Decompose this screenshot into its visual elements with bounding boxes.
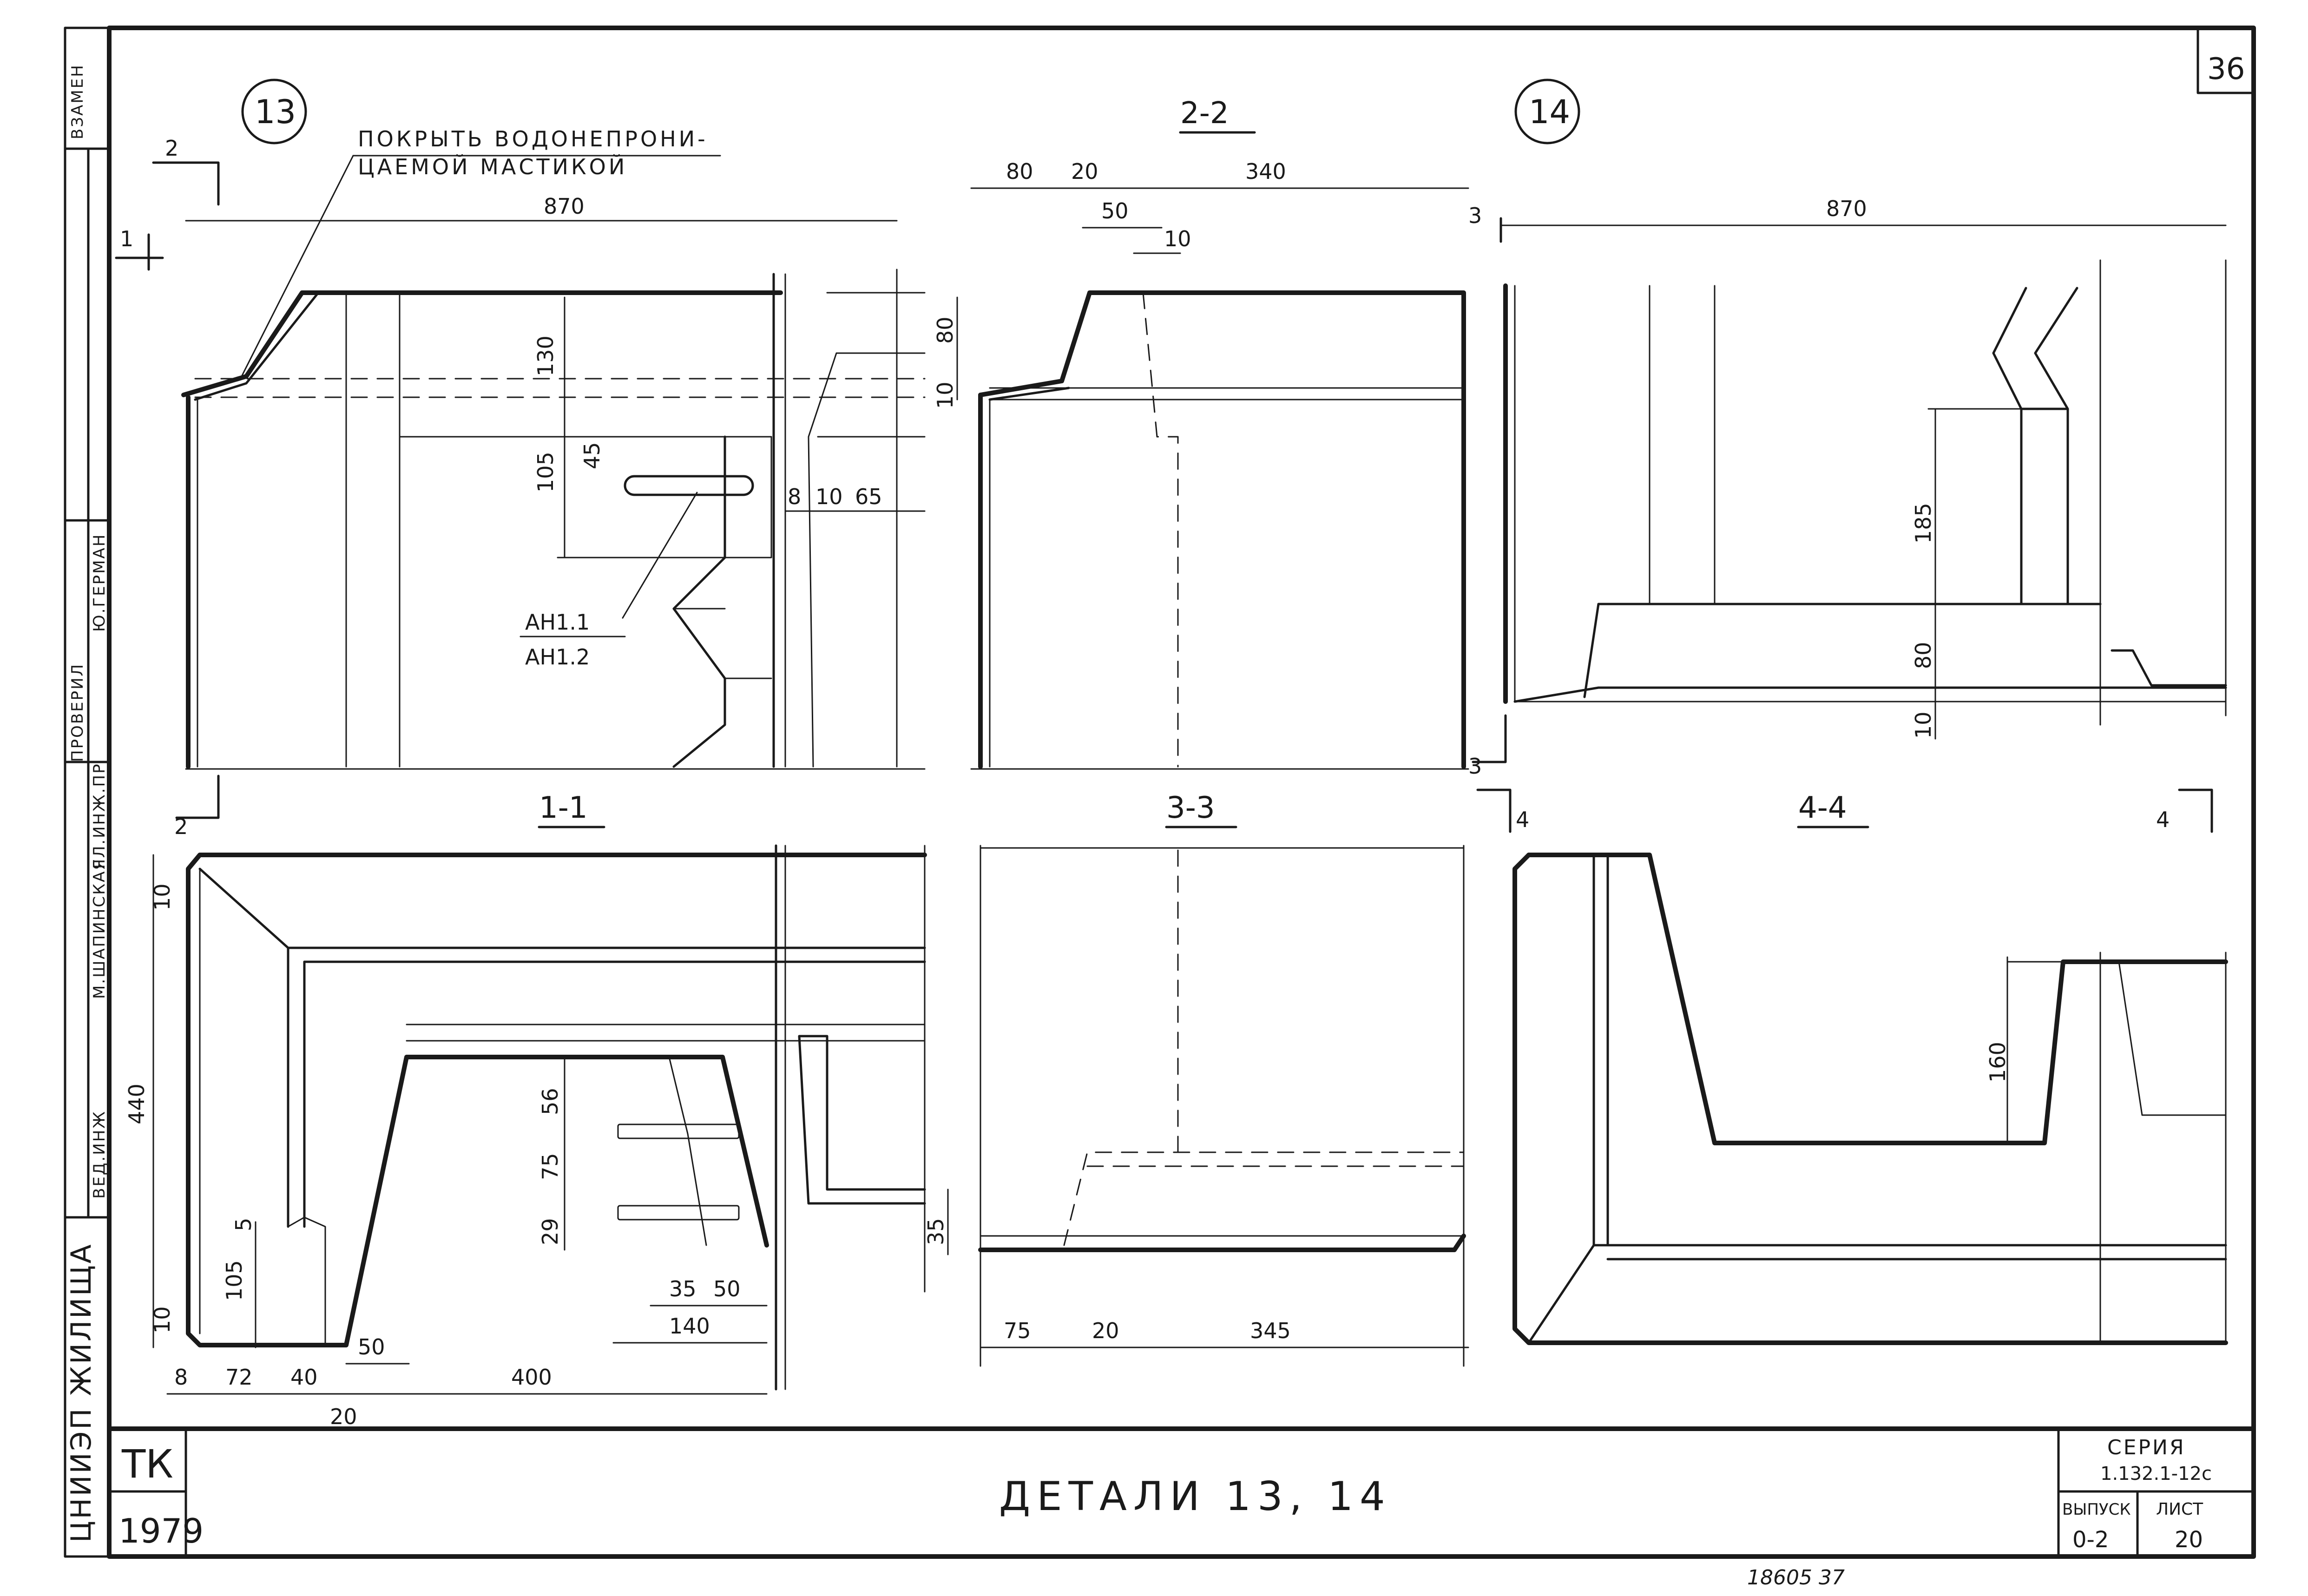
section-label-4-4: 4-4 bbox=[1798, 791, 1847, 825]
detail-marker-14: 14 bbox=[1514, 79, 1580, 144]
series-label: СЕРИЯ bbox=[2107, 1436, 2186, 1459]
dim-11-10: 10 bbox=[150, 883, 175, 911]
section-label-3-3: 3-3 bbox=[1166, 791, 1215, 825]
stamp-chief-engineer: ГЛ.ИНЖ.ПР bbox=[90, 762, 109, 869]
org-code: ТК bbox=[121, 1441, 173, 1487]
view-section-1-1: 1-1 56 75 29 35 10 440 5 105 10 35 50 14… bbox=[124, 791, 949, 1429]
archive-number: 18605 37 bbox=[1747, 1566, 1845, 1589]
dim-14-80: 80 bbox=[1911, 642, 1936, 669]
view-section-3-3: 3-3 75 20 345 bbox=[978, 791, 1469, 1367]
dim-11-50b: 50 bbox=[358, 1334, 385, 1360]
dim-13-10: 10 bbox=[815, 484, 843, 509]
dim-22-50: 50 bbox=[1101, 198, 1129, 223]
dim-11-440: 440 bbox=[124, 1084, 149, 1124]
dim-11-140: 140 bbox=[669, 1314, 710, 1339]
dim-11-56: 56 bbox=[538, 1088, 563, 1115]
note-line2: ЦАЕМОЙ МАСТИКОЙ bbox=[358, 154, 627, 179]
dim-11-10b: 10 bbox=[150, 1306, 175, 1333]
cut-marks: 2 1 2 3 3 4 4 bbox=[115, 136, 2213, 839]
dim-13-width: 870 bbox=[544, 194, 585, 219]
issue-value: 0-2 bbox=[2072, 1527, 2109, 1553]
list-label: ЛИСТ bbox=[2156, 1500, 2203, 1519]
dim-11-50: 50 bbox=[713, 1276, 741, 1301]
cut-mark-2b: 2 bbox=[174, 814, 188, 839]
dim-11-72: 72 bbox=[225, 1365, 253, 1390]
dim-14-10: 10 bbox=[1911, 711, 1936, 739]
cut-mark-1: 1 bbox=[120, 226, 133, 251]
anchor-an12: АН1.2 bbox=[525, 644, 590, 670]
series-value: 1.132.1-12с bbox=[2100, 1463, 2212, 1484]
detail-13-id: 13 bbox=[255, 93, 296, 131]
dim-11-400: 400 bbox=[511, 1365, 552, 1390]
anchor-an11: АН1.1 bbox=[525, 610, 590, 635]
dim-13-105: 105 bbox=[533, 452, 558, 493]
dim-22-80: 80 bbox=[1006, 159, 1033, 184]
section-label-1-1: 1-1 bbox=[539, 791, 588, 825]
stamp-institute: ЦНИИЭП ЖИЛИЩА bbox=[65, 1242, 98, 1543]
list-value: 20 bbox=[2175, 1527, 2203, 1553]
sheet-frame bbox=[64, 26, 2256, 1559]
dim-11-35: 35 bbox=[669, 1276, 697, 1301]
dim-44-160: 160 bbox=[1985, 1042, 2010, 1083]
dim-33-75: 75 bbox=[1004, 1318, 1031, 1343]
sheet-title: ДЕТАЛИ 13, 14 bbox=[999, 1473, 1392, 1520]
year: 1979 bbox=[118, 1511, 204, 1550]
dim-11-8: 8 bbox=[174, 1365, 188, 1390]
stamp-replaced: ВЗАМЕН bbox=[68, 64, 87, 139]
detail-marker-13: 13 bbox=[241, 79, 307, 144]
view-detail-13: 870 АН1.1 АН1.2 130 105 45 8 10 65 bbox=[181, 194, 926, 770]
dim-13-65: 65 bbox=[855, 484, 882, 509]
dim-11-40: 40 bbox=[290, 1365, 318, 1390]
view-detail-14: 870 185 80 10 bbox=[1500, 196, 2227, 740]
detail-14-id: 14 bbox=[1529, 93, 1570, 131]
stamp-lead-engineer: ВЕД.ИНЖ bbox=[90, 1110, 109, 1199]
dim-11-20: 20 bbox=[330, 1404, 357, 1429]
cut-mark-3a: 3 bbox=[1468, 203, 1482, 228]
dim-11-75: 75 bbox=[538, 1153, 563, 1180]
dim-33-345: 345 bbox=[1250, 1318, 1291, 1343]
dim-22-v10: 10 bbox=[933, 381, 958, 409]
dim-11-5: 5 bbox=[231, 1218, 256, 1231]
cut-mark-4a: 4 bbox=[1516, 807, 1529, 832]
cut-mark-3b: 3 bbox=[1468, 754, 1482, 779]
dim-14-185: 185 bbox=[1911, 503, 1936, 544]
dim-13-45: 45 bbox=[579, 442, 605, 469]
stamp-checked: ПРОВЕРИЛ bbox=[68, 663, 87, 762]
dim-22-10: 10 bbox=[1164, 226, 1191, 251]
dim-22-340: 340 bbox=[1245, 159, 1286, 184]
note-mastic: ПОКРЫТЬ ВОДОНЕПРОНИ- ЦАЕМОЙ МАСТИКОЙ bbox=[241, 126, 721, 377]
dim-22-v80: 80 bbox=[933, 316, 958, 344]
dim-33-20: 20 bbox=[1092, 1318, 1119, 1343]
stamp-checker-name: Ю.ГЕРМАН bbox=[90, 533, 109, 632]
issue-label: ВЫПУСК bbox=[2062, 1500, 2131, 1519]
dim-22-20: 20 bbox=[1071, 159, 1098, 184]
view-section-4-4: 4-4 160 bbox=[1512, 791, 2228, 1345]
dim-11-29: 29 bbox=[538, 1218, 563, 1245]
sheet-number: 36 bbox=[2207, 52, 2245, 86]
section-label-2-2: 2-2 bbox=[1180, 96, 1229, 131]
cut-mark-2a: 2 bbox=[165, 136, 178, 161]
dim-11-105: 105 bbox=[222, 1260, 247, 1301]
dim-13-8: 8 bbox=[788, 484, 801, 509]
note-line1: ПОКРЫТЬ ВОДОНЕПРОНИ- bbox=[358, 126, 708, 151]
stamp-lead-name: М.ШАПИНСКАЯ bbox=[90, 858, 109, 999]
view-section-2-2: 2-2 80 20 340 50 10 80 10 bbox=[933, 96, 1469, 770]
margin-stamp: ВЗАМЕН ПРОВЕРИЛ Ю.ГЕРМАН ГЛ.ИНЖ.ПР ВЕД.И… bbox=[65, 64, 109, 1543]
cut-mark-4b: 4 bbox=[2156, 807, 2170, 832]
dim-11-35v: 35 bbox=[923, 1218, 948, 1245]
dim-13-130: 130 bbox=[533, 335, 558, 376]
dim-14-width: 870 bbox=[1826, 196, 1867, 221]
title-block: ТК 1979 ДЕТАЛИ 13, 14 СЕРИЯ 1.132.1-12с … bbox=[118, 1436, 2212, 1553]
